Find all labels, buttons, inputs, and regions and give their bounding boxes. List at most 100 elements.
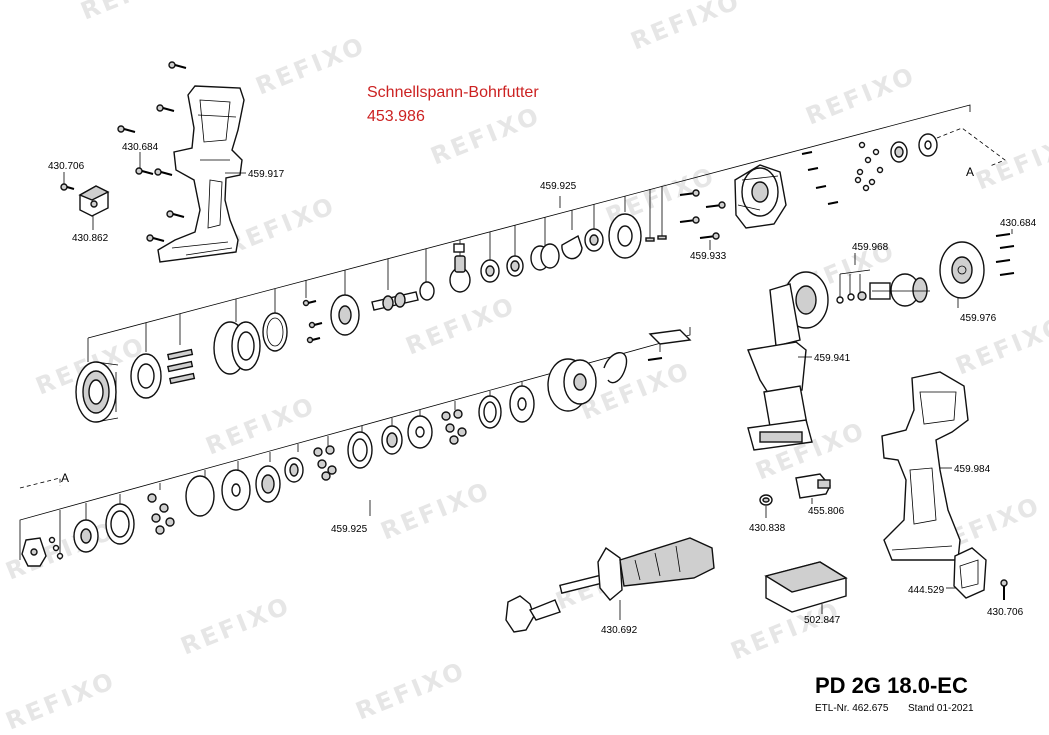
sleeve: [530, 243, 560, 271]
gear-housing: [547, 358, 597, 412]
screw: [166, 210, 185, 218]
jaw-guide: [130, 353, 162, 399]
watermark: REFIXO: [352, 656, 470, 726]
washer: [419, 281, 435, 301]
rotor: [869, 273, 930, 307]
chuck-jaws: [167, 348, 196, 385]
pin: [657, 235, 667, 240]
revision-date: Stand 01-2021: [908, 703, 974, 714]
ring-gear: [105, 503, 135, 545]
watermark: REFIXO: [222, 191, 340, 261]
bit-holder-clip: [759, 494, 773, 518]
callout-name: Schnellspann-Bohrfutter: [367, 84, 539, 101]
watermark: REFIXO: [2, 516, 120, 586]
part-number: 455.806: [808, 506, 845, 517]
o-ring: [185, 475, 215, 517]
upper-gear-assembly: [75, 104, 971, 423]
part-number: 459.933: [690, 251, 727, 262]
part-number: 502.847: [804, 615, 841, 626]
screw: [705, 201, 726, 209]
part-number: 430.706: [987, 607, 1024, 618]
screw: [60, 183, 75, 191]
bit-box: [764, 561, 848, 614]
clutch-cage: [608, 213, 642, 259]
clutch-nut: [480, 259, 500, 283]
part-number: 430.684: [1000, 218, 1037, 229]
screw: [154, 168, 173, 176]
carrier: [73, 519, 99, 553]
connector-label: A: [61, 471, 69, 485]
washer: [918, 133, 938, 157]
planet-gears: [313, 445, 337, 481]
small-screws: [801, 151, 839, 205]
screw: [679, 216, 700, 224]
pin: [645, 237, 655, 242]
watermark: REFIXO: [377, 476, 495, 546]
drive-flange: [21, 537, 47, 567]
lower-gear-assembly: [19, 327, 692, 567]
screw: [679, 189, 700, 197]
watermark: REFIXO: [427, 101, 545, 171]
screw: [1000, 579, 1008, 600]
screw: [308, 321, 323, 329]
connector-label: A: [966, 165, 974, 179]
clutch-ring: [449, 255, 471, 293]
part-number: 430.706: [48, 161, 85, 172]
gearbox-housing: [734, 164, 787, 229]
part-number: 459.925: [540, 181, 577, 192]
belt-clip: [795, 473, 831, 504]
sun-gear-ring: [255, 465, 281, 503]
part-number: 459.917: [248, 169, 285, 180]
screw: [699, 232, 720, 240]
watermark: REFIXO: [77, 0, 195, 26]
part-number: 459.925: [331, 524, 368, 535]
screw: [146, 234, 165, 242]
screw: [995, 259, 1011, 263]
thrust-washer: [407, 415, 433, 449]
watermark: REFIXO: [402, 291, 520, 361]
pin: [453, 243, 465, 253]
etl-number: ETL-Nr. 462.675: [815, 703, 889, 714]
part-number: 430.862: [72, 233, 109, 244]
screw: [306, 336, 321, 344]
washer: [847, 293, 855, 301]
switch-block: [78, 185, 110, 217]
screw: [999, 245, 1015, 249]
part-number: 459.984: [954, 464, 991, 475]
planet-gears: [441, 409, 467, 445]
motor-end-plate: [939, 241, 985, 299]
part-number: 430.692: [601, 625, 638, 636]
washers: [854, 141, 884, 192]
motor-group: [747, 229, 1015, 451]
model-title: PD 2G 18.0-EC: [815, 673, 968, 698]
washer: [836, 296, 844, 304]
watermark: REFIXO: [802, 61, 920, 131]
chuck-sleeve: [75, 361, 119, 423]
watermark: REFIXO: [202, 391, 320, 461]
ring-gear: [213, 321, 261, 375]
watermark: REFIXO: [252, 31, 370, 101]
callout-number: 453.986: [367, 108, 425, 125]
spindle: [371, 291, 419, 311]
bearing: [890, 141, 908, 163]
side-handle: [505, 537, 715, 633]
housing-half-right: [881, 371, 969, 561]
ball: [52, 544, 60, 552]
watermark: REFIXO: [627, 0, 745, 56]
wire-spring: [603, 352, 628, 384]
carrier: [381, 425, 403, 455]
ring-gear: [347, 431, 373, 469]
screw: [117, 125, 136, 133]
screw: [302, 299, 317, 307]
part-number: 430.684: [122, 142, 159, 153]
watermark: REFIXO: [972, 126, 1049, 196]
part-number: 459.976: [960, 313, 997, 324]
sun-gear: [284, 457, 304, 483]
thrust-washer: [509, 385, 535, 423]
part-number: 459.941: [814, 353, 851, 364]
part-number: 459.968: [852, 242, 889, 253]
ball: [56, 552, 64, 560]
watermark: REFIXO: [177, 591, 295, 661]
part-number: 444.529: [908, 585, 945, 596]
part-number: 430.838: [749, 523, 786, 534]
